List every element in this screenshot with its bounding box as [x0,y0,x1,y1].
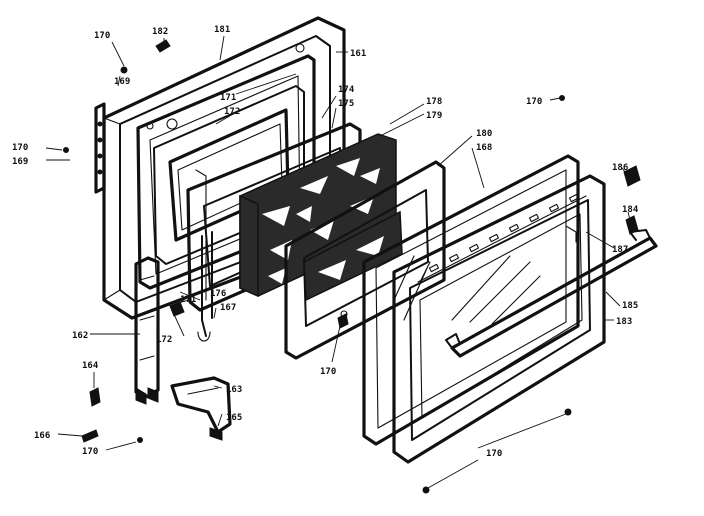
hinge-strip-169 [94,102,106,194]
door-handle-187 [445,225,658,358]
label-181: 181 [214,25,230,35]
clip-186 [623,165,641,187]
label-163: 163 [226,385,242,395]
door-hardware [63,39,641,494]
label-161: 161 [350,49,366,59]
label-170-left: 170 [12,143,28,153]
clip-170-inner [337,313,349,329]
hinge-bracket-163 [170,376,232,441]
label-168: 168 [476,143,492,153]
label-171-bottom: 171 [180,295,196,305]
hinge-rods-176 [197,231,213,342]
label-187: 187 [612,245,628,255]
label-169-top: 169 [114,77,130,87]
screw-170-b [559,95,565,101]
label-166: 166 [34,431,50,441]
screw-164 [89,387,101,407]
label-176: 176 [210,289,226,299]
screw-170-e [422,486,430,494]
screw-170-a [120,66,128,74]
label-170-bottom: 170 [486,449,502,459]
label-171-top: 171 [220,93,236,103]
label-185: 185 [622,301,638,311]
label-167: 167 [220,303,236,313]
label-174: 174 [338,85,355,95]
screw-170-d [137,437,143,443]
label-172-bottom: 172 [156,335,172,345]
hinge-arm-162 [134,256,160,405]
door-glass-168 [362,154,580,446]
label-186: 186 [612,163,628,173]
label-179: 179 [426,111,442,121]
label-162: 162 [72,331,88,341]
screw-170-c [63,147,69,153]
label-170-bottom-left: 170 [82,447,98,457]
clip-182 [155,39,171,53]
leader-lines [45,35,631,489]
label-164: 164 [82,361,99,371]
vent-slots [428,193,580,273]
label-170-top-right: 170 [526,97,542,107]
label-183: 183 [616,317,632,327]
label-180: 180 [476,129,492,139]
label-165: 165 [226,413,242,423]
label-170-top-left: 170 [94,31,110,41]
outer-door-panel-183 [392,174,606,464]
pin-166 [81,429,99,443]
label-184-right: 184 [622,205,639,215]
label-170-middle: 170 [320,367,336,377]
label-175: 175 [338,99,354,109]
part-labels: 170 182 181 161 169 171 172 174 175 178 … [12,25,639,459]
label-169-left: 169 [12,157,28,167]
label-172-top: 172 [224,107,240,117]
screw-184 [625,215,639,235]
label-182: 182 [152,27,168,37]
screw-170-f [564,408,572,416]
label-178: 178 [426,97,442,107]
